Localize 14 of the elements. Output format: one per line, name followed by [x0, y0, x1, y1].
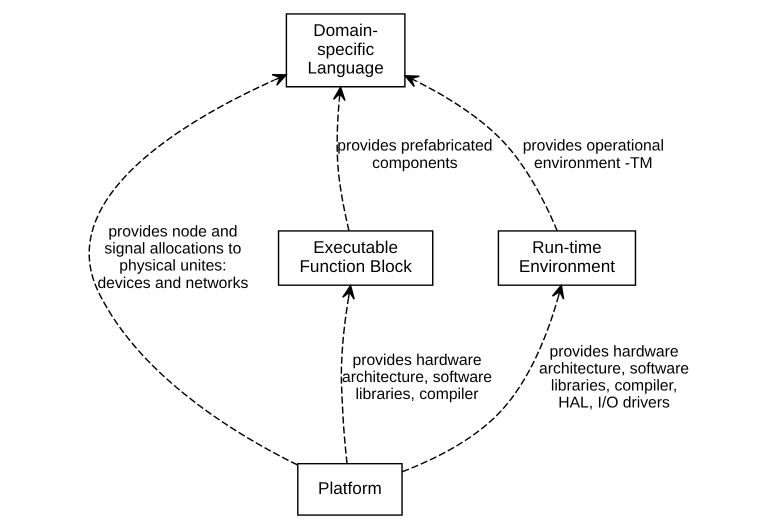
arrow: [332, 86, 350, 231]
node-box: Run-time Environment: [498, 230, 636, 286]
node-box: Platform: [297, 462, 403, 516]
arrow: [402, 284, 564, 472]
edge-label: provides hardware architecture, software libraries, compiler: [342, 352, 492, 404]
node-box: Executable Function Block: [278, 230, 434, 286]
arrow: [404, 75, 558, 232]
node-box: Domain-specific Language: [286, 13, 406, 88]
edge-label: provides hardware architecture, software libraries, compiler, HAL, I/O drivers: [539, 343, 690, 412]
arrow: [340, 284, 355, 464]
edge-label: provides operational environment -TM: [522, 138, 664, 172]
edge-label: provides prefabricated components: [337, 138, 492, 172]
arrow: [88, 74, 298, 466]
edge-label: provides node and signal allocations to physical unites: devices and networks: [97, 223, 248, 292]
